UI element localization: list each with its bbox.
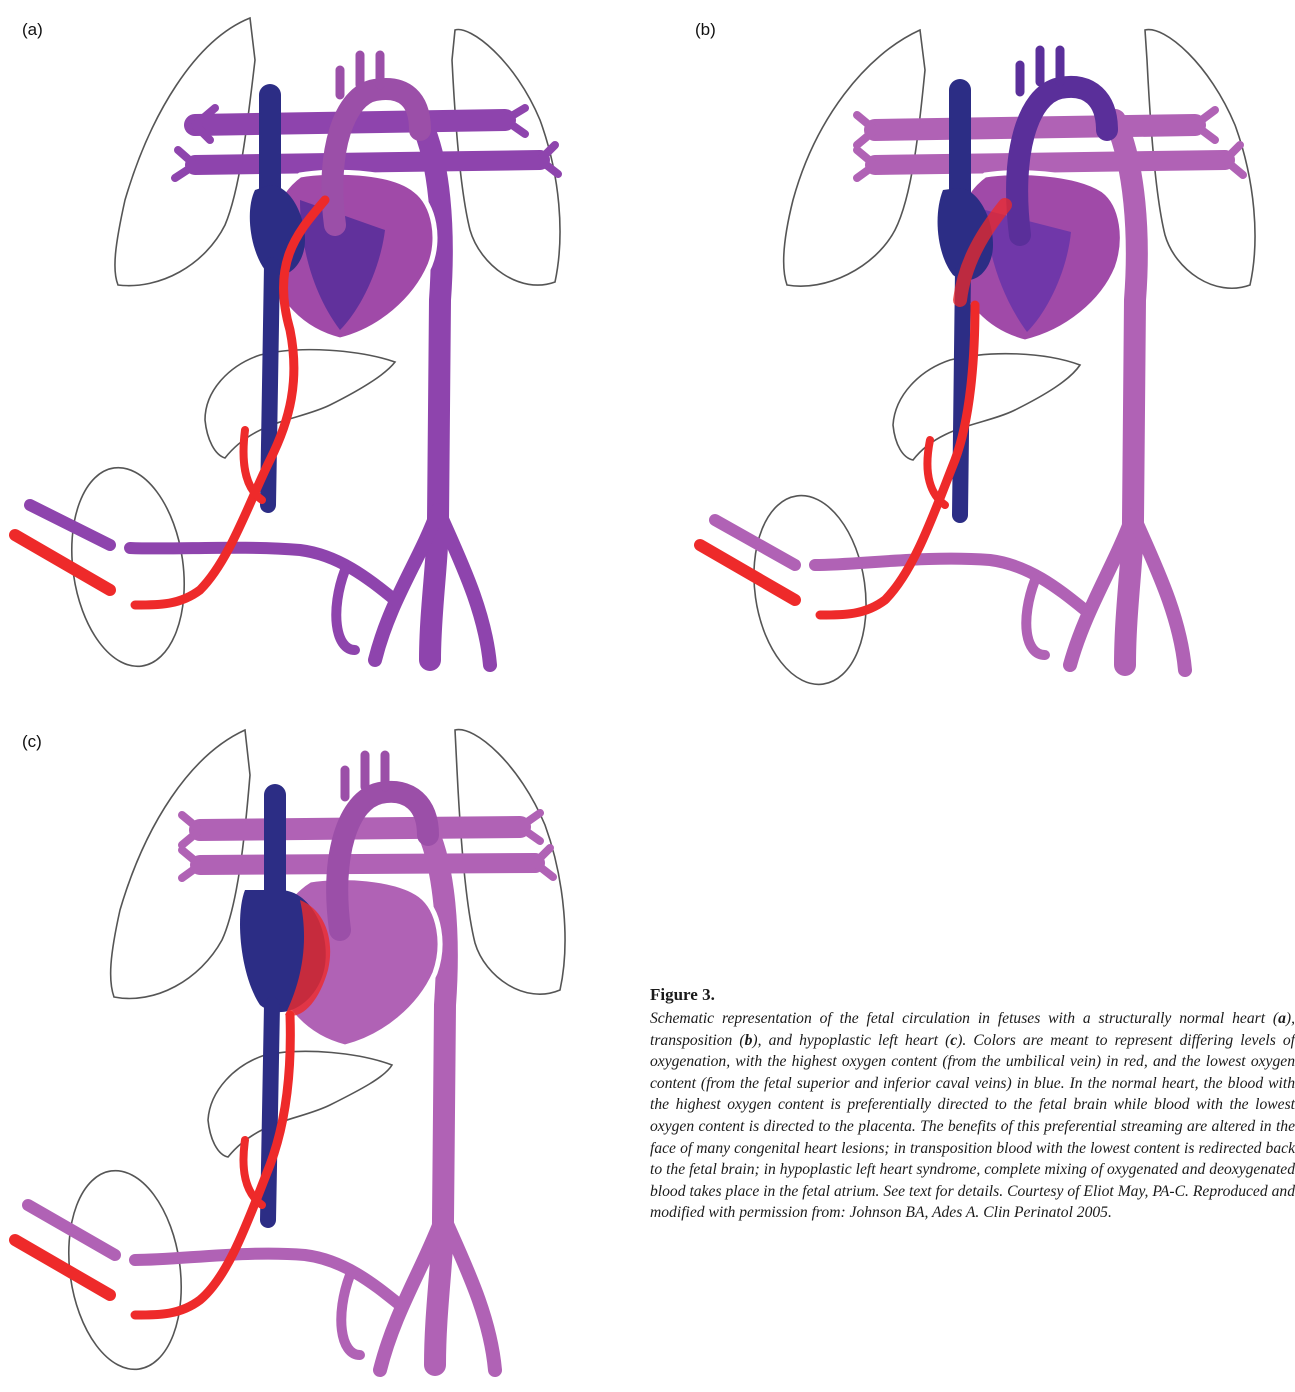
panel-b: (b) bbox=[675, 0, 1295, 690]
figure-caption: Figure 3. Schematic representation of th… bbox=[650, 985, 1295, 1224]
circulation-diagram-a bbox=[0, 0, 610, 690]
panel-c: (c) bbox=[0, 715, 610, 1392]
placenta bbox=[742, 488, 877, 690]
caption-body: Schematic representation of the fetal ci… bbox=[650, 1008, 1295, 1224]
panel-label-b: (b) bbox=[695, 20, 716, 40]
inferior-caval-vein bbox=[268, 1005, 272, 1220]
descending-aorta bbox=[1115, 120, 1137, 665]
liver bbox=[205, 350, 395, 458]
liver bbox=[893, 354, 1080, 460]
iliac-right bbox=[443, 1215, 495, 1370]
panel-label-c: (c) bbox=[22, 732, 42, 752]
liver bbox=[208, 1051, 392, 1157]
panel-label-a: (a) bbox=[22, 20, 43, 40]
circulation-diagram-c bbox=[0, 715, 610, 1392]
iliac-right bbox=[1133, 515, 1185, 670]
circulation-diagram-b bbox=[675, 0, 1295, 690]
iliac-right bbox=[438, 510, 490, 665]
caption-title: Figure 3. bbox=[650, 985, 1295, 1005]
panel-a: (a) bbox=[0, 0, 610, 690]
